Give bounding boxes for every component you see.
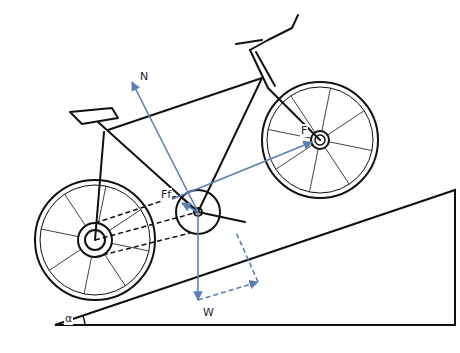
force-label: Ff <box>160 188 172 201</box>
force-label: N <box>139 70 149 83</box>
force-label: F <box>300 124 308 137</box>
angle-label: α <box>64 312 73 325</box>
frame <box>70 15 320 240</box>
force-vectors <box>132 82 312 300</box>
chain <box>95 195 198 257</box>
force-label: W <box>202 306 215 319</box>
incline <box>55 190 455 325</box>
